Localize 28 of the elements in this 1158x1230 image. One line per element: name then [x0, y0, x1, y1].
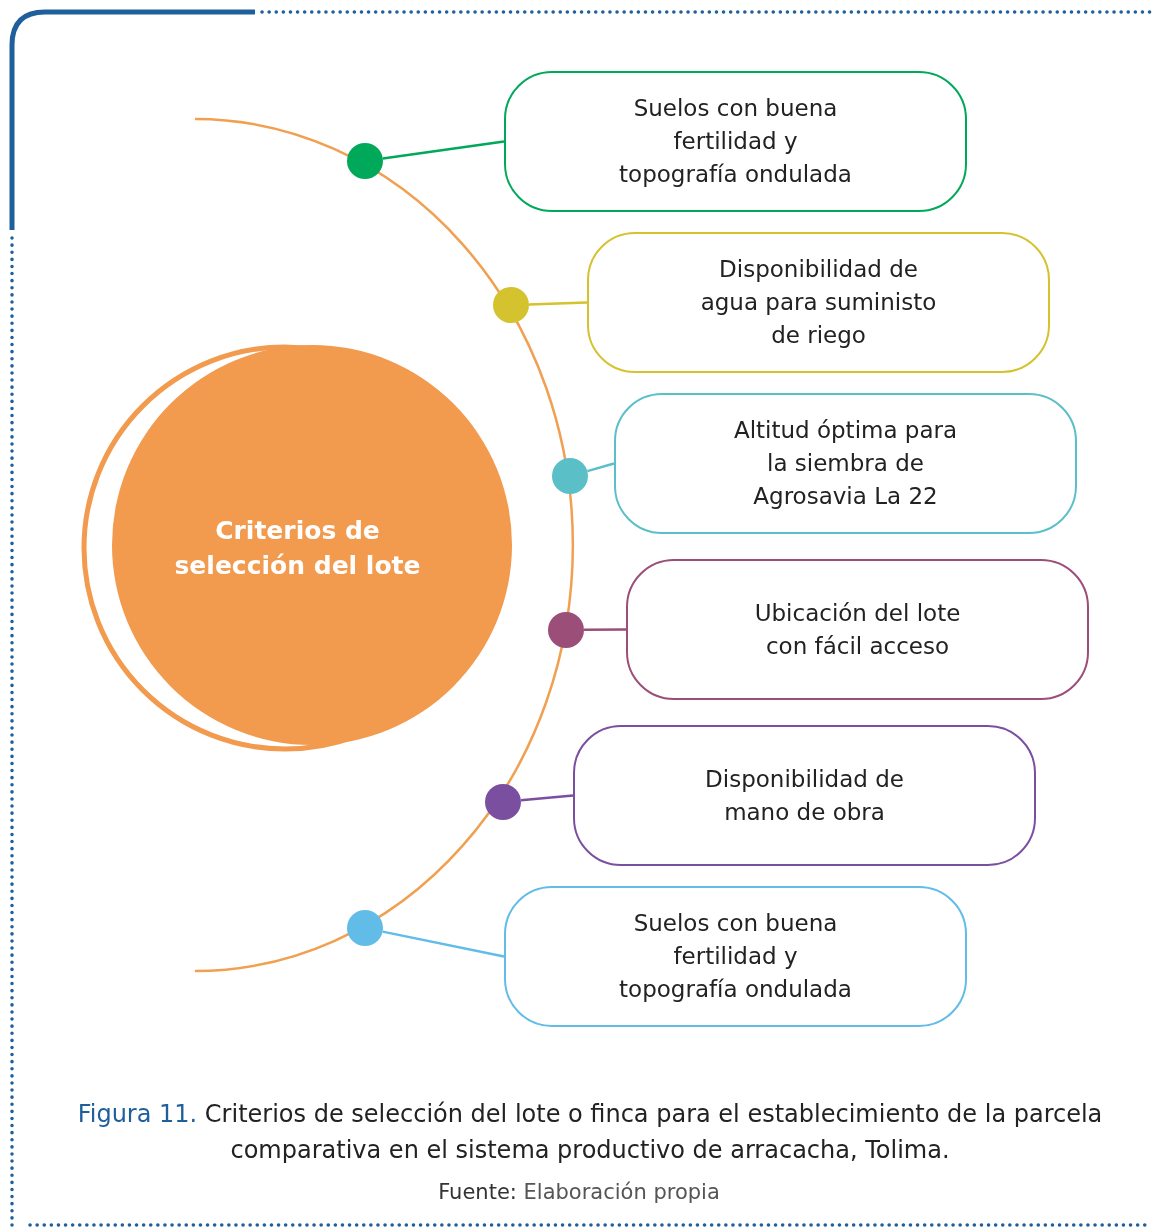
- bullet-dot: [347, 143, 383, 179]
- connector-line: [586, 462, 615, 473]
- bullet-dot: [347, 910, 383, 946]
- criterion-box: [587, 232, 1050, 373]
- criterion-box: [504, 71, 967, 212]
- criterion-text: Ubicación del lote con fácil acceso: [753, 598, 962, 661]
- criterion-text: Suelos con buena fertilidad y topografía ondulada: [618, 909, 853, 1004]
- criterion-box: [626, 559, 1089, 700]
- criterion-text: Disponibilidad de mano de obra: [704, 764, 905, 827]
- bullet-dot: [493, 287, 529, 323]
- bullet-dot: [548, 612, 584, 648]
- criterion-box: [573, 725, 1036, 866]
- connector-line: [528, 301, 588, 306]
- figure-caption: Figura 11. Criterios de selección del lote o finca para el establecimiento de la parcela comparativa en el sistema productivo de arracacha, Tolima.: [76, 1099, 1104, 1166]
- topic-circle: [80, 343, 515, 753]
- source-note: Fuente: Elaboración propia: [437, 1180, 721, 1204]
- connector-line: [382, 140, 505, 160]
- criterion-text: Disponibilidad de agua para suministo de riego: [699, 255, 938, 350]
- bullet-dot: [552, 458, 588, 494]
- connector-line: [520, 794, 574, 802]
- criterion-text: Altitud óptima para la siembra de Agrosavia La 22: [732, 416, 959, 511]
- connector-line: [382, 930, 505, 958]
- criterion-text: Suelos con buena fertilidad y topografía ondulada: [618, 94, 853, 189]
- connector-line: [584, 628, 626, 632]
- bullet-dot: [485, 784, 521, 820]
- criterion-box: [614, 393, 1077, 534]
- criterion-box: [504, 886, 967, 1027]
- topic-title: Criterios de selección del lote: [174, 516, 421, 580]
